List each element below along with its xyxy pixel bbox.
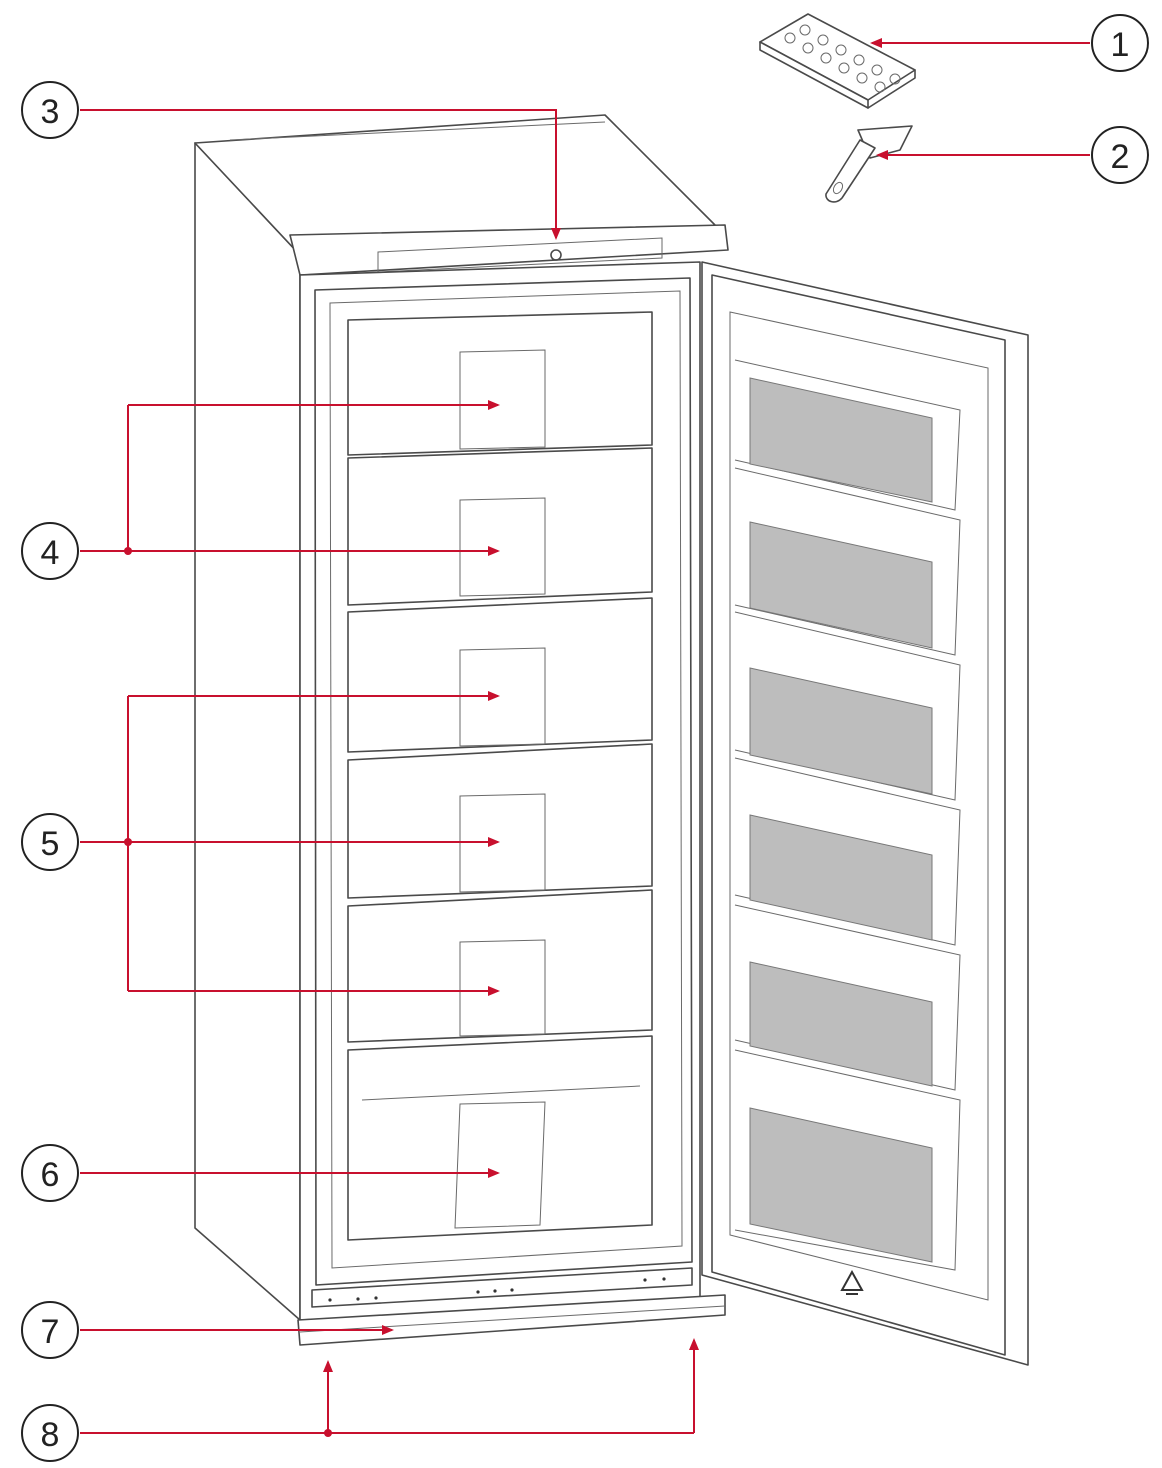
callout-8: 8 — [21, 1404, 79, 1462]
callout-5: 5 — [21, 813, 79, 871]
svg-text:1: 1 — [1111, 26, 1130, 64]
callout-7: 7 — [21, 1301, 79, 1359]
svg-text:5: 5 — [41, 825, 60, 863]
callout-6: 6 — [21, 1144, 79, 1202]
door-panel-5 — [734, 904, 961, 1091]
svg-text:6: 6 — [41, 1156, 60, 1194]
callout-3: 3 — [21, 81, 79, 139]
leader-line-3 — [80, 109, 561, 240]
svg-text:4: 4 — [41, 534, 60, 572]
recycle-icon — [840, 1269, 864, 1295]
callout-4: 4 — [21, 522, 79, 580]
svg-text:3: 3 — [41, 93, 60, 131]
drawer-5 — [347, 889, 653, 1043]
freezer-door — [701, 261, 1029, 1366]
drawers — [347, 311, 653, 1241]
leader-line-4 — [80, 400, 500, 556]
callout-2: 2 — [1091, 126, 1149, 184]
door-panel-3 — [734, 611, 961, 801]
drawer-4 — [347, 743, 653, 899]
door-panel-2 — [734, 467, 961, 656]
leader-lines — [80, 38, 1090, 1437]
leader-line-8 — [80, 1338, 699, 1437]
door-panel-4 — [734, 757, 961, 946]
svg-text:8: 8 — [41, 1416, 60, 1454]
leader-line-5 — [80, 691, 500, 996]
drawer-6 — [347, 1035, 653, 1241]
drawer-1 — [347, 311, 653, 456]
callouts: 1 2 3 4 5 6 7 — [21, 14, 1149, 1462]
drawer-3 — [347, 597, 653, 753]
drawer-2 — [347, 447, 653, 606]
door-panel-6 — [734, 1049, 961, 1271]
callout-1: 1 — [1091, 14, 1149, 72]
svg-text:7: 7 — [41, 1313, 60, 1351]
ice-cube-tray — [759, 13, 916, 109]
svg-text:2: 2 — [1111, 138, 1130, 176]
ice-scraper — [825, 125, 913, 203]
door-panel-1 — [734, 359, 961, 511]
